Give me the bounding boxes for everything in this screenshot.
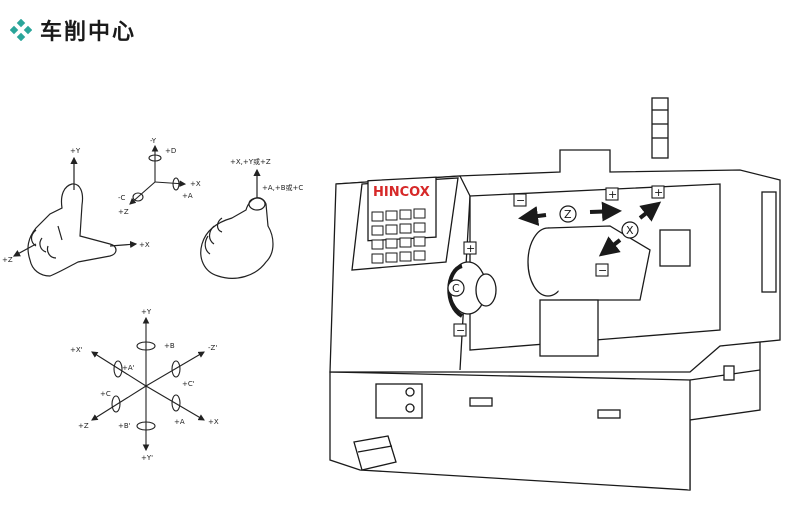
six-axis-diagram <box>91 316 205 452</box>
six-label-z-neg: -Z' <box>208 344 217 352</box>
z-axis-badge <box>559 205 577 223</box>
z-minus-sign: − <box>516 194 525 207</box>
six-label-x-pos: +X <box>208 418 219 426</box>
sign-boxes <box>453 185 665 337</box>
rot-hand-bottom-label: +A,+B或+C <box>262 183 303 192</box>
triad-label-z: +Z <box>118 208 129 216</box>
six-label-a-pos: +A <box>174 418 185 426</box>
six-label-a-prime: +A' <box>122 364 135 372</box>
x-plus-sign: + <box>654 186 663 199</box>
rh-label-y: +Y <box>70 147 81 155</box>
rotation-hand-diagram <box>200 168 274 279</box>
control-panel-keys <box>371 208 426 264</box>
triad-label-c: -C <box>118 194 126 202</box>
z-plus-sign: + <box>608 188 617 201</box>
x-minus-sign: − <box>598 264 607 277</box>
six-label-y-neg: +Y' <box>141 454 153 462</box>
rh-label-x: +X <box>139 241 150 249</box>
c-axis-badge <box>447 279 465 297</box>
triad-label-d: +D <box>165 147 176 155</box>
triad-label-y: -Y <box>150 137 157 145</box>
six-label-x-neg: +X' <box>70 346 83 354</box>
six-label-c-prime: +C' <box>182 380 195 388</box>
c-axis-label: C <box>452 282 460 295</box>
triad-label-a: +A <box>182 192 193 200</box>
x-axis-badge <box>621 221 639 239</box>
c-minus-sign: − <box>456 324 465 337</box>
x-axis-label: X <box>626 224 634 237</box>
machine-brand-label: HINCOX <box>373 185 430 200</box>
z-axis-label: Z <box>564 208 572 221</box>
right-hand-diagram <box>12 156 138 277</box>
rh-label-z: +Z <box>2 256 13 264</box>
six-label-b-pos: +B <box>164 342 175 350</box>
machine-diagram <box>329 97 781 491</box>
diamond-cluster-icon <box>10 19 32 41</box>
six-label-b-prime: +B' <box>118 422 131 430</box>
header: 车削中心 <box>10 14 136 46</box>
triad-label-x: +X <box>190 180 201 188</box>
x-axis-arrow <box>598 201 662 257</box>
six-label-z-pos: +Z <box>78 422 89 430</box>
rot-hand-top-label: +X,+Y或+Z <box>230 157 271 166</box>
axis-triad-diagram <box>129 144 187 205</box>
page-title: 车削中心 <box>40 20 137 45</box>
z-axis-arrow <box>518 201 622 226</box>
c-plus-sign: + <box>466 242 475 255</box>
six-label-y-pos: +Y <box>141 308 152 316</box>
six-label-c-pos: +C <box>100 390 111 398</box>
